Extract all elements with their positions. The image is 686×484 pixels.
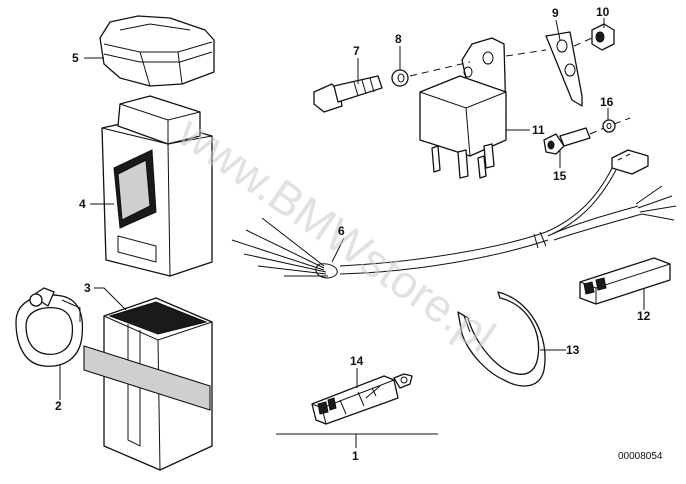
assembly-line-upper bbox=[409, 37, 593, 77]
callout-10: 10 bbox=[596, 5, 610, 19]
part-13-retaining-band[interactable] bbox=[457, 291, 546, 387]
callout-4: 4 bbox=[79, 197, 86, 211]
callout-12: 12 bbox=[637, 309, 651, 323]
part-11-relay[interactable] bbox=[419, 37, 507, 179]
callout-5: 5 bbox=[72, 51, 79, 65]
part-16-washer[interactable] bbox=[602, 119, 616, 133]
callout-15: 15 bbox=[553, 169, 567, 183]
part-12-connector[interactable] bbox=[579, 257, 671, 305]
callout-14: 14 bbox=[350, 354, 364, 368]
part-10-nut[interactable] bbox=[591, 23, 615, 51]
callout-2: 2 bbox=[55, 399, 62, 413]
part-2-hose-clamp[interactable] bbox=[15, 287, 84, 367]
callout-1: 1 bbox=[352, 449, 359, 463]
part-6-wiring-harness[interactable] bbox=[231, 149, 677, 279]
callout-11: 11 bbox=[532, 123, 545, 137]
callout-8: 8 bbox=[395, 32, 402, 46]
part-5-rubber-cap[interactable] bbox=[99, 15, 215, 87]
assembly-line-lower bbox=[589, 117, 631, 135]
callout-3: 3 bbox=[84, 281, 91, 295]
diagram-reference-number: 00008054 bbox=[618, 451, 663, 462]
callout-13: 13 bbox=[566, 343, 580, 357]
leader-lines bbox=[59, 18, 645, 448]
part-8-washer[interactable] bbox=[391, 69, 409, 87]
callout-labels: 5 4 3 2 6 7 8 9 10 11 15 16 12 13 14 1 bbox=[55, 5, 651, 463]
part-3-boot[interactable] bbox=[83, 297, 213, 471]
part-14-fuse-holder[interactable] bbox=[311, 373, 413, 425]
part-15-screw[interactable] bbox=[543, 127, 591, 155]
part-9-bracket-plate[interactable] bbox=[545, 31, 583, 107]
callout-16: 16 bbox=[600, 95, 614, 109]
part-4-rocker-switch[interactable] bbox=[101, 95, 213, 277]
callout-9: 9 bbox=[552, 6, 559, 20]
part-7-bolt[interactable] bbox=[313, 75, 383, 113]
callout-7: 7 bbox=[353, 44, 360, 58]
callout-6: 6 bbox=[338, 224, 345, 238]
